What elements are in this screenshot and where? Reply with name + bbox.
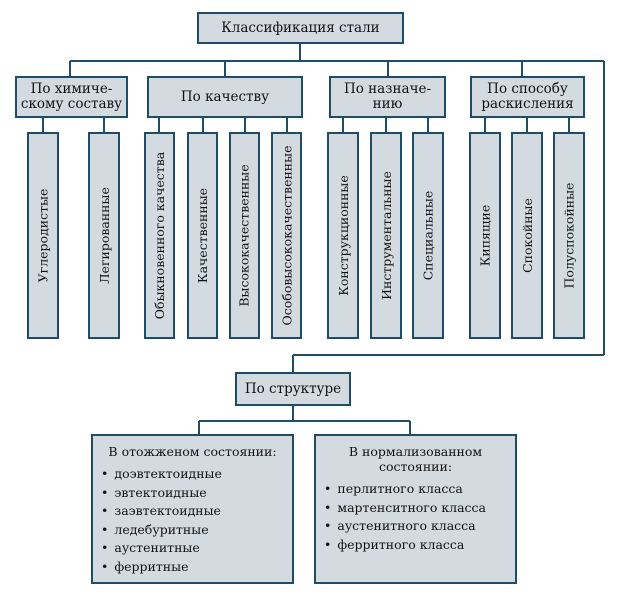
classification-title-text: Классификация стали bbox=[221, 19, 380, 36]
panel-normalized-title-line2: состоянии: bbox=[378, 459, 453, 474]
list-item: перлитного класса bbox=[324, 480, 507, 499]
list-item: ледебуритные bbox=[101, 521, 284, 540]
leaf-alloyed-text: Легированные bbox=[96, 187, 112, 284]
group-purpose-line2: нию bbox=[372, 96, 403, 112]
leaf-rimmed-text: Кипящие bbox=[477, 204, 493, 267]
group-chemical-composition: По химиче- скому составу bbox=[15, 76, 128, 118]
panel-annealed-list: доэвтектоидные эвтектоидные заэвтектоидн… bbox=[101, 465, 284, 576]
leaf-structural-text: Конструкционные bbox=[335, 175, 351, 296]
group-deoxidation: По способу раскисления bbox=[470, 76, 585, 118]
list-item: ферритные bbox=[101, 558, 284, 577]
group-chemical-line2: скому составу bbox=[20, 96, 123, 112]
list-item: аустенитные bbox=[101, 539, 284, 558]
leaf-structural: Конструкционные bbox=[327, 132, 359, 339]
group-structure: По структуре bbox=[235, 372, 351, 406]
leaf-killed: Спокойные bbox=[511, 132, 543, 339]
leaf-special-text: Специальные bbox=[420, 190, 436, 281]
leaf-extra-high-quality: Особовысококачественные bbox=[271, 132, 302, 339]
list-item: заэвтектоидные bbox=[101, 502, 284, 521]
panel-annealed-title: В отожженом состоянии: bbox=[108, 444, 277, 459]
group-deoxidation-line1: По способу bbox=[487, 81, 568, 97]
group-purpose: По назначе- нию bbox=[329, 76, 446, 118]
group-structure-label: По структуре bbox=[244, 380, 342, 397]
leaf-tool-text: Инструментальные bbox=[378, 171, 394, 300]
list-item: ферритного класса bbox=[324, 536, 507, 555]
leaf-quality: Качественные bbox=[187, 132, 218, 339]
leaf-semi-killed: Полуспокойные bbox=[553, 132, 585, 339]
leaf-special: Специальные bbox=[412, 132, 444, 339]
list-item: эвтектоидные bbox=[101, 484, 284, 503]
list-item: доэвтектоидные bbox=[101, 465, 284, 484]
leaf-ordinary-quality: Обыкновенного качества bbox=[144, 132, 175, 339]
classification-title: Классификация стали bbox=[197, 12, 404, 44]
leaf-high-quality: Высококачественные bbox=[229, 132, 260, 339]
panel-normalized-title: В нормализованном состоянии: bbox=[324, 444, 507, 474]
panel-normalized: В нормализованном состоянии: перлитного … bbox=[314, 434, 517, 584]
panel-normalized-list: перлитного класса мартенситного класса а… bbox=[324, 480, 507, 554]
panel-normalized-title-line1: В нормализованном bbox=[348, 444, 483, 459]
leaf-extra-high-quality-text: Особовысококачественные bbox=[279, 145, 294, 326]
leaf-rimmed: Кипящие bbox=[469, 132, 501, 339]
leaf-high-quality-text: Высококачественные bbox=[237, 164, 253, 307]
leaf-semi-killed-text: Полуспокойные bbox=[561, 182, 577, 289]
list-item: аустенитного класса bbox=[324, 517, 507, 536]
leaf-alloyed: Легированные bbox=[88, 132, 120, 339]
leaf-tool: Инструментальные bbox=[370, 132, 402, 339]
leaf-quality-text: Качественные bbox=[195, 187, 210, 284]
group-deoxidation-line2: раскисления bbox=[481, 96, 574, 112]
panel-annealed: В отожженом состоянии: доэвтектоидные эв… bbox=[91, 434, 294, 584]
group-purpose-line1: По назначе- bbox=[343, 81, 432, 97]
group-chemical-line1: По химиче- bbox=[30, 81, 113, 97]
leaf-killed-text: Спокойные bbox=[519, 198, 535, 273]
leaf-carbon: Углеродистые bbox=[27, 132, 59, 339]
leaf-ordinary-quality-text: Обыкновенного качества bbox=[152, 151, 167, 320]
group-quality-label: По качеству bbox=[180, 88, 270, 105]
group-quality: По качеству bbox=[147, 76, 303, 118]
list-item: мартенситного класса bbox=[324, 499, 507, 518]
leaf-carbon-text: Углеродистые bbox=[35, 188, 51, 283]
